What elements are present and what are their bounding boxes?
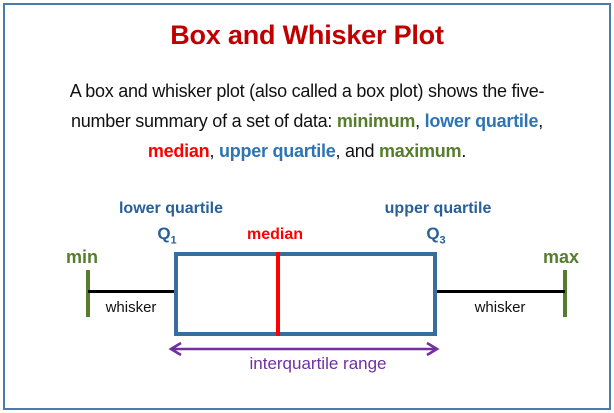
text-segment: , xyxy=(415,111,425,131)
text-segment: , and xyxy=(335,141,380,161)
label-q3: Q3 xyxy=(426,224,445,246)
text-segment: , xyxy=(209,141,219,161)
text-segment: . xyxy=(461,141,467,161)
text-segment: , xyxy=(538,111,543,131)
box-rect xyxy=(174,252,437,336)
text-segment-lower-quartile: lower quartile xyxy=(424,111,539,131)
label-q1: Q1 xyxy=(157,224,176,246)
intro-line-3: median, upper quartile, and maximum. xyxy=(0,136,614,166)
median-line xyxy=(276,252,280,336)
max-tick xyxy=(563,270,567,317)
intro-line-1: A box and whisker plot (also called a bo… xyxy=(0,76,614,106)
min-tick xyxy=(86,270,90,317)
label-median: median xyxy=(246,226,304,243)
text-segment-median: median xyxy=(147,141,210,161)
intro-paragraph: A box and whisker plot (also called a bo… xyxy=(0,76,614,166)
left-whisker-line xyxy=(88,290,174,293)
text-segment: A box and whisker plot (also called a bo… xyxy=(69,81,545,101)
label-max: max xyxy=(542,247,580,267)
text-segment-maximum: maximum xyxy=(379,141,462,161)
text-segment-upper-quartile: upper quartile xyxy=(218,141,336,161)
q3-subscript: 3 xyxy=(439,234,446,247)
iqr-arrow-right-head xyxy=(426,341,440,357)
iqr-arrow-icon xyxy=(168,341,440,357)
intro-line-2: number summary of a set of data: minimum… xyxy=(0,106,614,136)
q1-base: Q xyxy=(157,224,171,243)
page-title: Box and Whisker Plot xyxy=(170,20,444,50)
iqr-arrow-left-head xyxy=(168,341,182,357)
label-interquartile-range: interquartile range xyxy=(249,354,387,373)
label-lower-quartile: lower quartile xyxy=(118,200,224,217)
text-segment: number summary of a set of data: xyxy=(71,111,337,131)
text-segment-minimum: minimum xyxy=(336,111,416,131)
label-whisker-right: whisker xyxy=(474,299,526,316)
label-whisker-left: whisker xyxy=(105,299,157,316)
label-upper-quartile: upper quartile xyxy=(384,200,492,217)
label-min: min xyxy=(65,247,99,267)
q1-subscript: 1 xyxy=(170,234,177,247)
right-whisker-line xyxy=(437,290,565,293)
q3-base: Q xyxy=(426,224,440,243)
